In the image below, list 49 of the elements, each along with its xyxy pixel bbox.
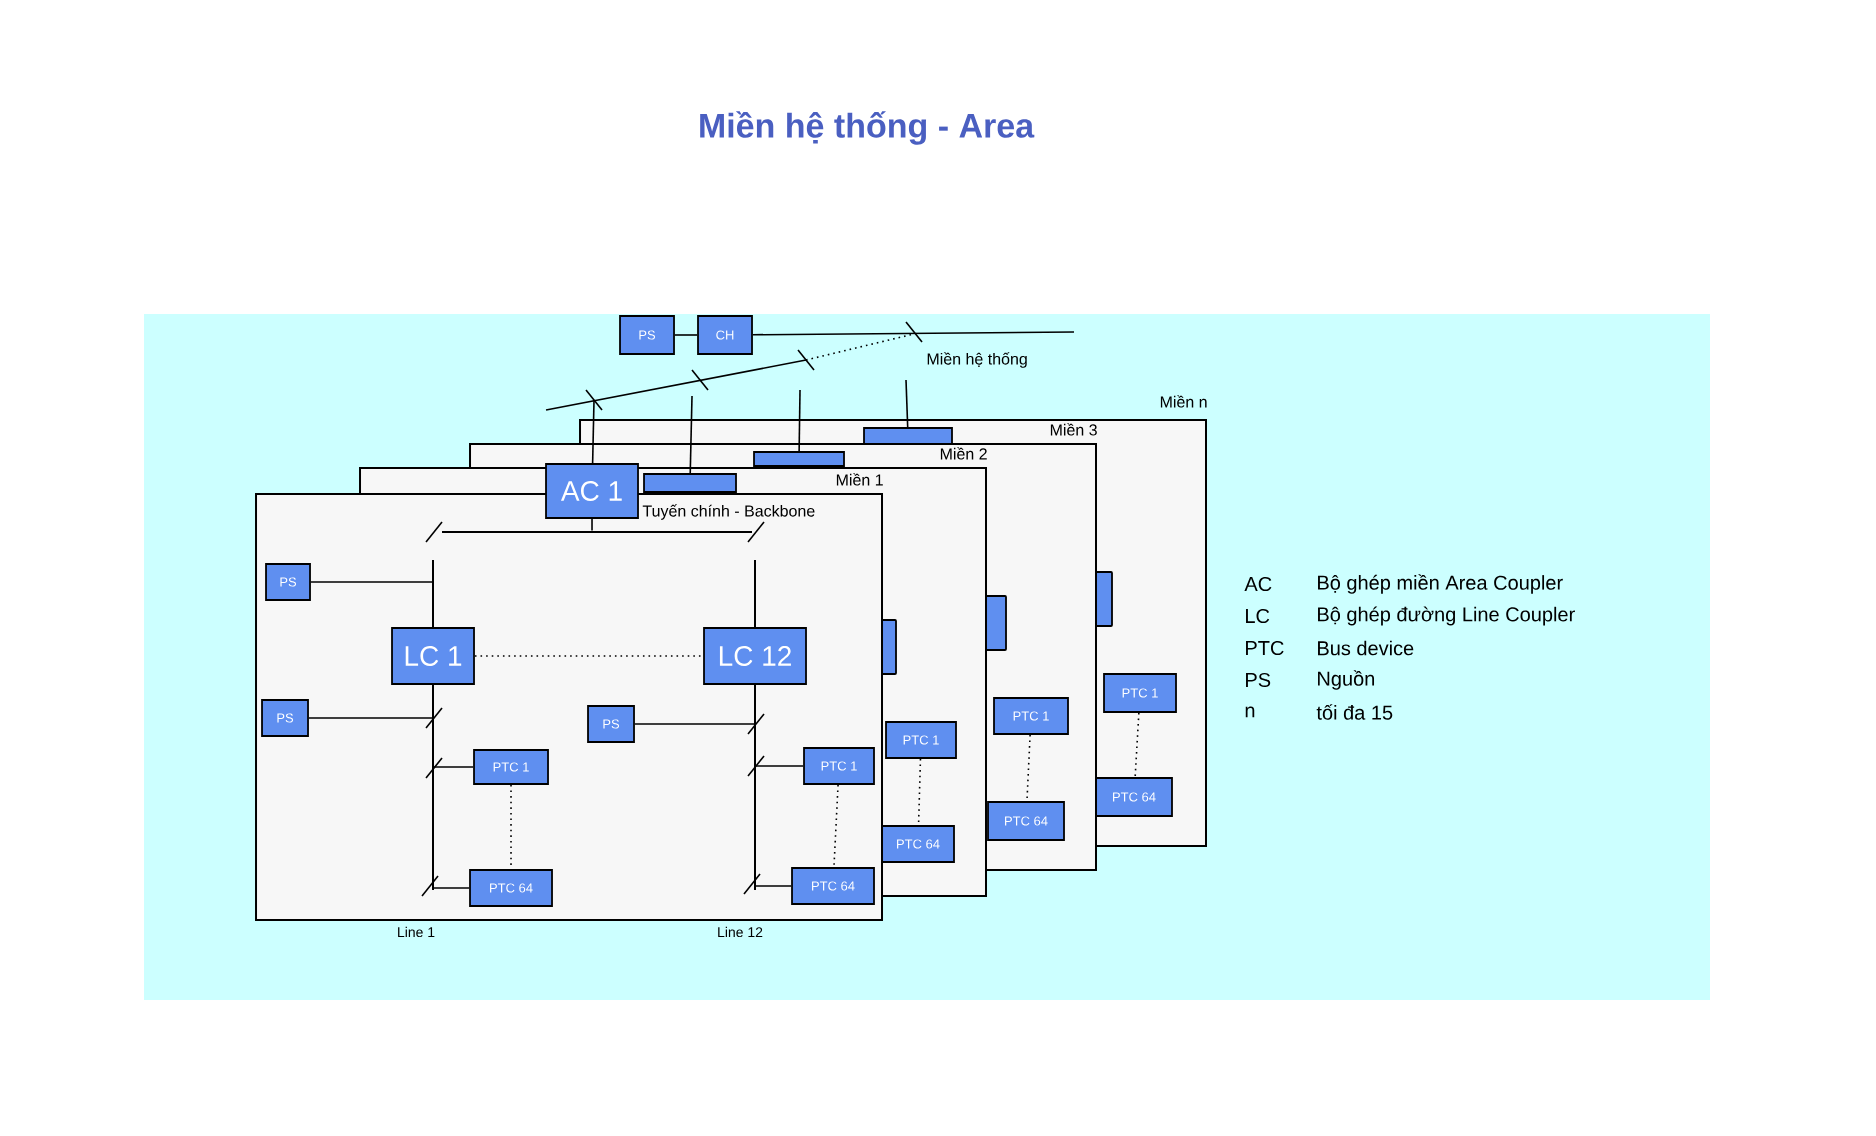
connector-line (674, 334, 698, 336)
connector-line (798, 389, 801, 452)
coupler-bar (643, 473, 737, 493)
connector-line (510, 784, 512, 870)
area-label: Miền 2 (940, 447, 987, 460)
connector-line (308, 717, 434, 719)
connector-line (1026, 734, 1031, 802)
backbone-label: Tuyến chính - Backbone (642, 504, 815, 520)
area-label: Miền hệ thống (927, 352, 1027, 368)
coupler-bar (753, 451, 845, 467)
definition: Bus device (1318, 640, 1414, 656)
connector-line (432, 766, 474, 768)
connector-line (833, 784, 839, 868)
bus-line (754, 684, 756, 890)
device-box: LC 1 (391, 627, 475, 685)
bus-line (754, 560, 756, 628)
bus-line (432, 560, 434, 628)
connector-line (754, 765, 804, 767)
abbreviation: PTC (1246, 640, 1284, 656)
connector-line (310, 581, 434, 583)
title: Miền hệ thống - Area (700, 111, 1035, 145)
area-label: Miền n (1160, 395, 1207, 408)
connector-line (474, 655, 704, 657)
abbreviation: AC (1244, 576, 1272, 592)
connector-line (752, 331, 1075, 336)
definition: Bộ ghép đường Line Coupler (1318, 606, 1575, 626)
definition: Bộ ghép miền Area Coupler (1318, 574, 1563, 594)
device-box: LC 12 (703, 627, 807, 685)
abbreviation: LC (1246, 608, 1270, 624)
definition: Nguồn (1318, 670, 1374, 690)
coupler-bar (863, 427, 953, 445)
bus-line (432, 684, 434, 890)
connector-line (754, 885, 792, 887)
connector-line (591, 518, 593, 532)
connector-line (917, 758, 922, 826)
abbreviation: PS (1246, 672, 1271, 688)
area-label: Miền 1 (836, 473, 883, 486)
bus-line (442, 531, 752, 533)
connector-line (905, 379, 909, 428)
connector-line (432, 887, 470, 889)
device-box (985, 595, 1007, 651)
area-label: Miền 3 (1050, 423, 1097, 436)
device-box: AC 1 (545, 463, 639, 519)
connector-line (689, 395, 693, 474)
connector-line (1134, 712, 1140, 778)
abbreviation: n (1245, 706, 1255, 718)
definition: tối đa 15 (1316, 704, 1393, 720)
connector-line (591, 399, 595, 464)
connector-line (634, 723, 756, 725)
